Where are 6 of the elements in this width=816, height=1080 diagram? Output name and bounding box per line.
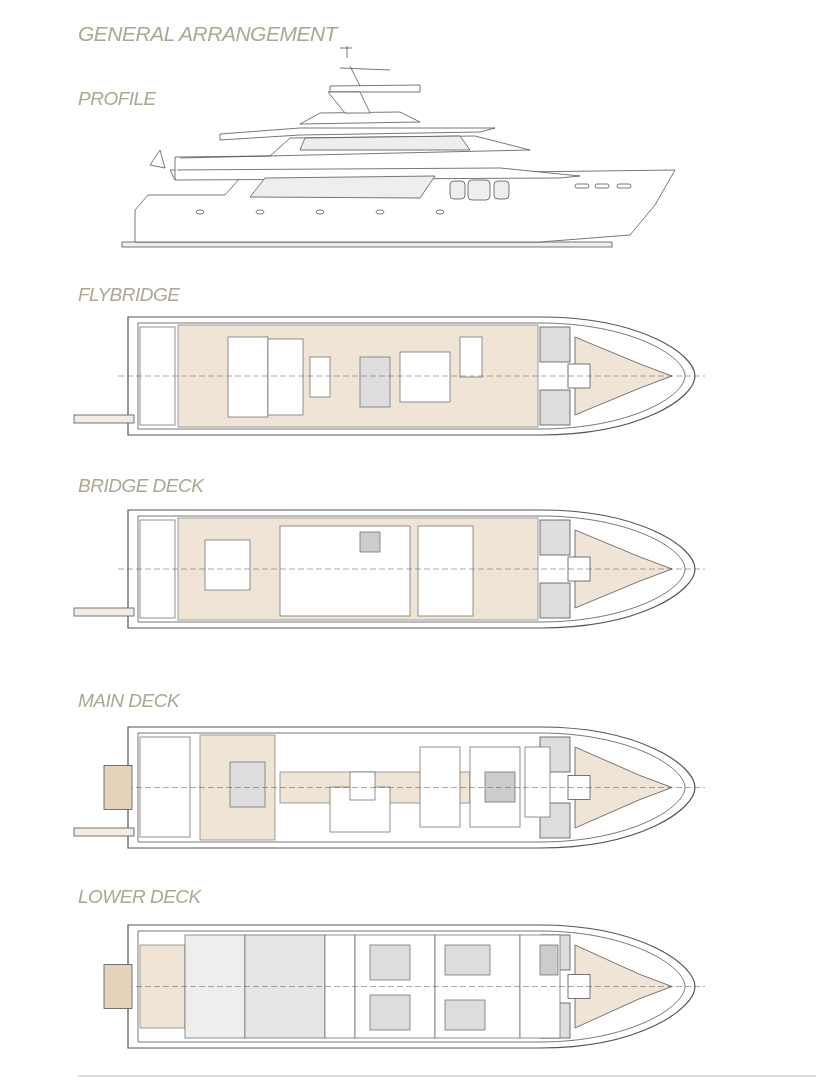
section-heading: MAIN DECK xyxy=(78,690,180,712)
section-heading: BRIDGE DECK xyxy=(78,475,204,497)
section-heading: FLYBRIDGE xyxy=(78,284,180,306)
title: GENERAL ARRANGEMENT xyxy=(78,22,337,46)
section-heading: LOWER DECK xyxy=(78,886,201,908)
section-heading: PROFILE xyxy=(78,88,156,110)
